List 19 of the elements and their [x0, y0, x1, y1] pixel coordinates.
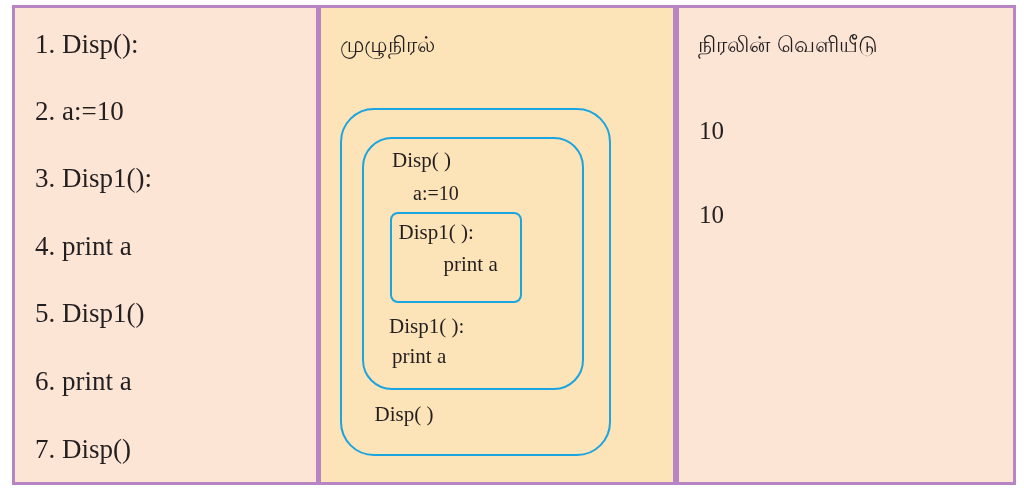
code-line: 5. Disp1() [35, 300, 145, 327]
code-text: Disp1( ): [398, 221, 474, 243]
code-text: Disp1( ): [389, 316, 465, 337]
code-line: 3. Disp1(): [35, 165, 152, 192]
code-line: 4. print a [35, 233, 132, 260]
code-text: Disp( ) [392, 150, 451, 171]
scope-box [390, 212, 522, 303]
output-value: 10 [699, 118, 724, 143]
scope-box [361, 136, 584, 390]
code-line: 6. print a [35, 368, 132, 395]
code-line: 7. Disp() [35, 436, 131, 463]
code-text: Disp( ) [374, 403, 434, 425]
scope-box [340, 108, 611, 456]
output-value: 10 [699, 202, 724, 227]
code-text: print a [443, 253, 498, 275]
code-line: 1. Disp(): [35, 31, 139, 58]
code-text: a:=10 [413, 183, 459, 203]
code-text: print a [392, 346, 447, 367]
code-line: 2. a:=10 [35, 98, 124, 125]
